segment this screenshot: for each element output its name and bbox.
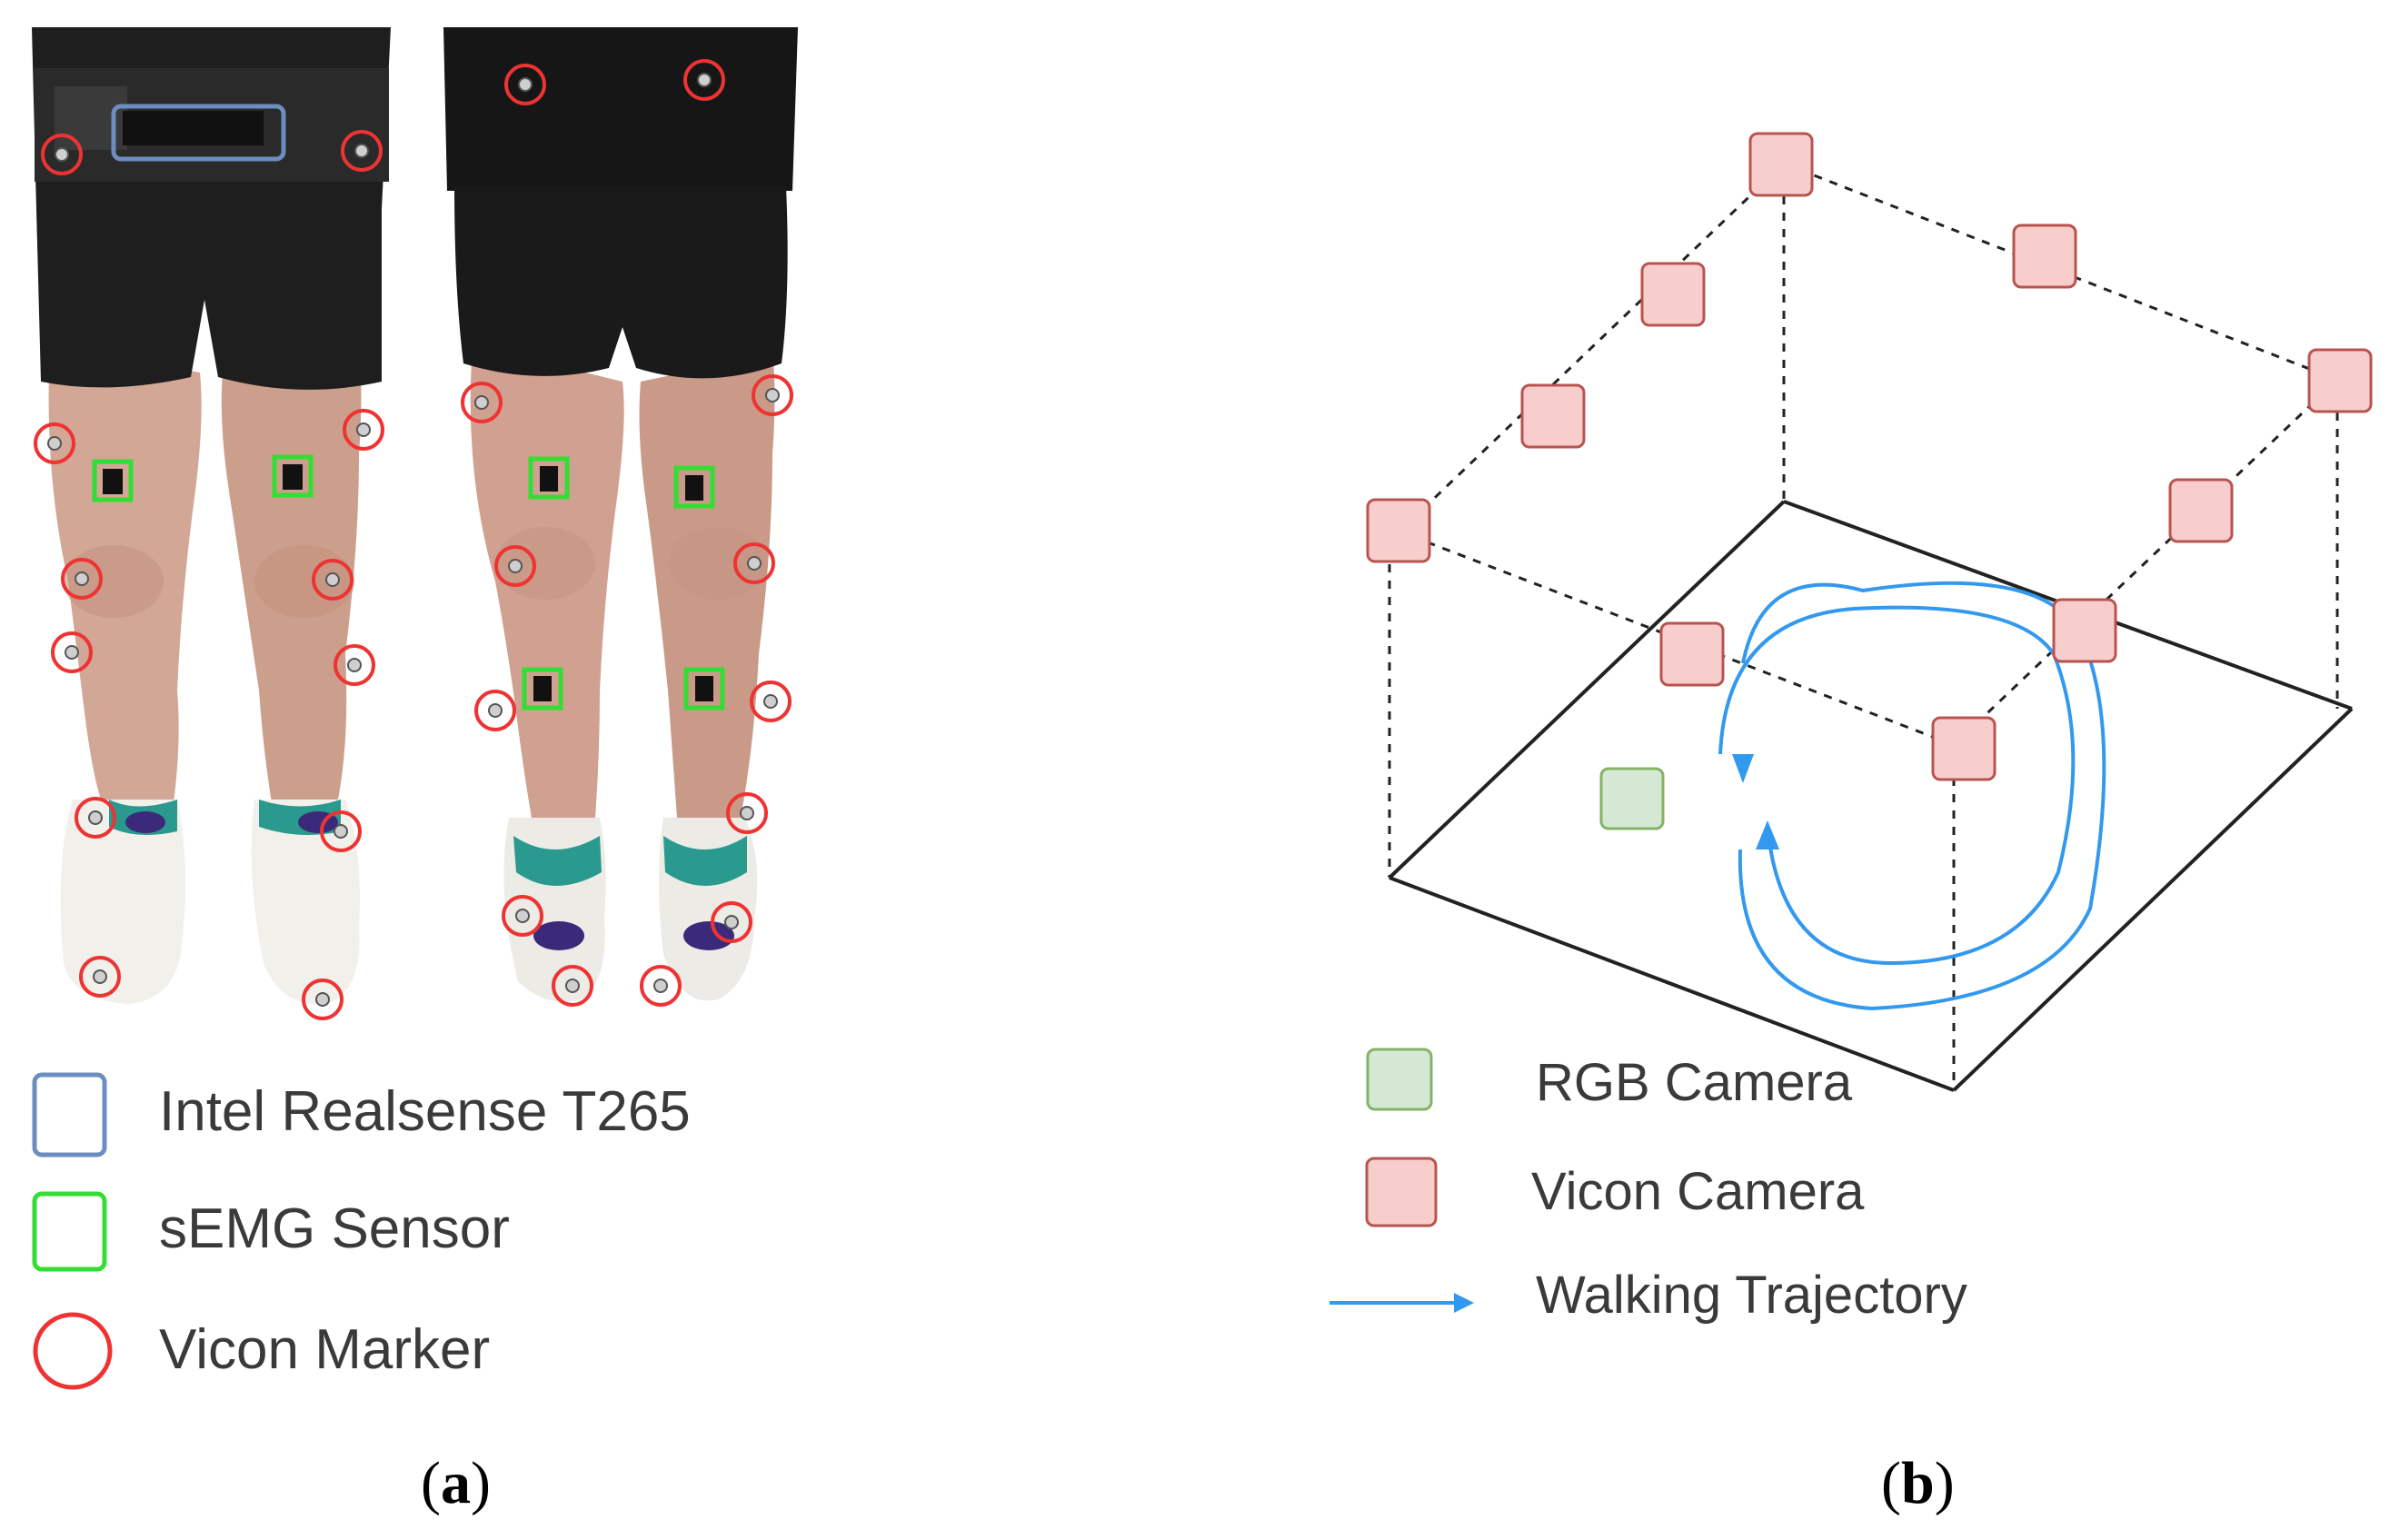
semg-sensor-bodies: [103, 464, 713, 701]
vicon-camera: [1366, 498, 1431, 563]
legend-label-walking-trajectory: Walking Trajectory: [1536, 1266, 1967, 1325]
vicon-marker: [341, 130, 383, 172]
semg-sensors: [92, 454, 725, 710]
vicon-marker: [51, 631, 93, 673]
vicon-marker: [302, 979, 344, 1020]
semg-sensor: [673, 465, 715, 509]
semg-sensor: [272, 454, 314, 498]
legend-realsense-swatch: [32, 1072, 107, 1157]
semg-sensor: [522, 667, 563, 710]
caption-a: (a): [421, 1450, 491, 1516]
vicon-marker: [733, 542, 775, 584]
semg-sensor: [92, 459, 134, 502]
vicon-camera: [1520, 383, 1586, 449]
vicon-marker: [552, 965, 593, 1007]
vicon-marker: [752, 374, 793, 416]
legend-vicon-camera-swatch: [1365, 1157, 1438, 1227]
vicon-marker: [683, 59, 725, 101]
vicon-marker: [61, 558, 103, 600]
vicon-camera: [1931, 716, 1997, 781]
vicon-marker: [75, 797, 116, 839]
vicon-marker: [41, 134, 83, 175]
vicon-camera: [1659, 621, 1725, 687]
legend-vicon-marker-swatch: [33, 1312, 113, 1390]
vicon-marker: [320, 810, 362, 852]
vicon-marker: [750, 681, 792, 722]
vicon-marker: [494, 545, 536, 587]
legend-label-realsense: Intel Realsense T265: [159, 1080, 691, 1143]
capture-volume-diagram: [1329, 132, 2373, 1313]
capture-frame: [1388, 162, 2339, 1090]
panel-a-sensor-placement: Intel Realsense T265 sEMG Sensor Vicon M…: [0, 0, 818, 1540]
vicon-marker: [504, 64, 546, 105]
vicon-camera: [1640, 262, 1706, 327]
rgb-camera: [1599, 767, 1665, 830]
vicon-marker: [474, 690, 516, 731]
legend-trajectory-arrow: [1329, 1293, 1474, 1313]
vicon-marker: [726, 792, 768, 834]
vicon-marker: [640, 965, 682, 1007]
legend-label-rgb-camera: RGB Camera: [1536, 1053, 1853, 1112]
realsense-box: [111, 104, 286, 162]
vicon-cameras: [1366, 132, 2373, 781]
vicon-marker: [461, 382, 503, 423]
vicon-marker: [502, 895, 543, 937]
legend-label-vicon-marker: Vicon Marker: [159, 1318, 491, 1381]
vicon-camera: [2168, 478, 2234, 543]
vicon-marker: [343, 409, 384, 451]
front-view-subject: [32, 27, 391, 1005]
vicon-camera: [2052, 598, 2117, 663]
legend-label-vicon-camera: Vicon Camera: [1531, 1162, 1865, 1221]
legend-rgb-camera-swatch: [1366, 1048, 1433, 1111]
subject-photo: [32, 27, 798, 1390]
vicon-marker: [711, 901, 752, 943]
vicon-marker: [312, 559, 354, 601]
vicon-camera: [2012, 224, 2077, 289]
caption-b: (b): [1881, 1450, 1955, 1516]
back-view-subject: [443, 27, 798, 1002]
legend-semg-swatch: [32, 1191, 107, 1272]
semg-sensor: [528, 456, 570, 500]
vicon-marker: [334, 644, 375, 686]
panel-b-capture-setup: RGB Camera Vicon Camera Walking Trajecto…: [1272, 0, 2390, 1540]
vicon-markers: [34, 59, 793, 1020]
vicon-camera: [2307, 348, 2373, 413]
vicon-camera: [1748, 132, 1814, 197]
vicon-marker: [34, 422, 75, 464]
walking-trajectory: [1718, 581, 2106, 1011]
vicon-marker: [79, 956, 121, 998]
legend-label-semg: sEMG Sensor: [159, 1197, 510, 1260]
semg-sensor: [683, 667, 725, 710]
